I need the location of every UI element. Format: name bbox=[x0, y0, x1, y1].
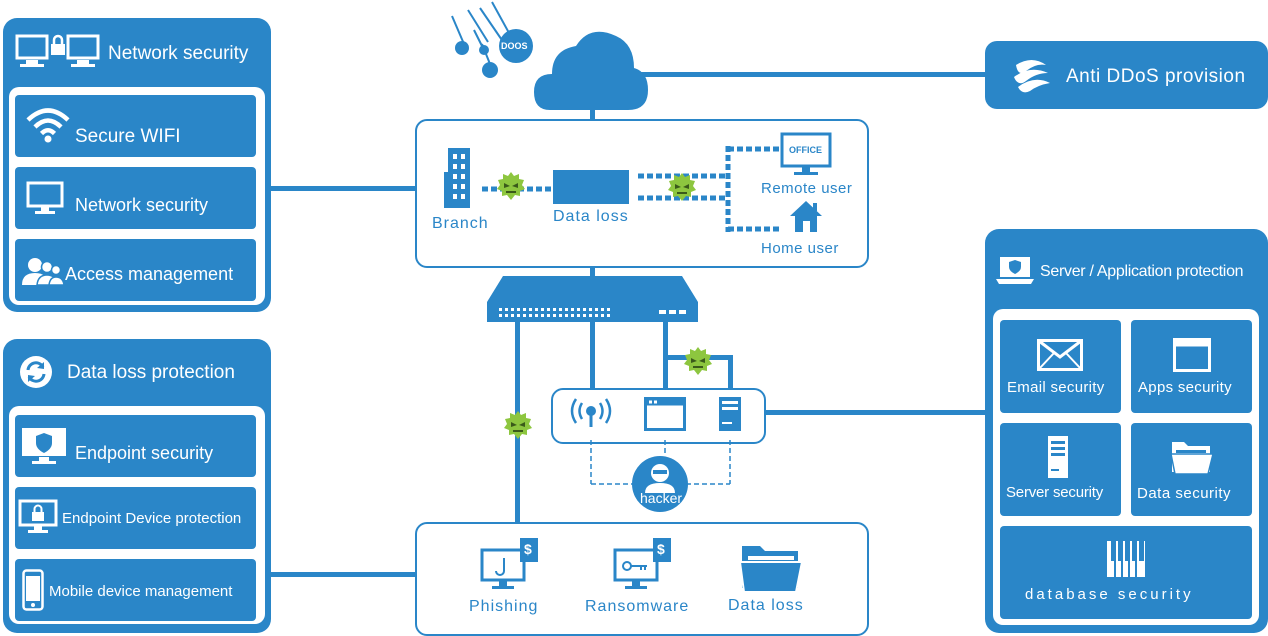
lock-monitor-icon bbox=[18, 499, 58, 535]
database-icon bbox=[1106, 540, 1146, 578]
connector-left-bottom bbox=[270, 572, 416, 577]
laptop-shield-icon bbox=[996, 255, 1034, 287]
anti-ddos-label: Anti DDoS provision bbox=[1066, 66, 1246, 87]
phishing-icon bbox=[480, 538, 540, 594]
hacker-label: hacker bbox=[640, 490, 683, 506]
remote-user-label: Remote user bbox=[761, 180, 853, 197]
dashed-link-branch bbox=[482, 180, 552, 192]
browser-window-icon bbox=[1173, 338, 1211, 372]
virus-icon bbox=[667, 172, 697, 202]
phishing-dollar: $ bbox=[524, 541, 532, 557]
monitor-icon bbox=[26, 181, 64, 215]
building-icon bbox=[444, 148, 476, 208]
mobile-device-management-item[interactable]: Mobile device management bbox=[15, 559, 256, 621]
apps-security-tile[interactable]: Apps security bbox=[1131, 320, 1252, 413]
server-icon bbox=[1047, 435, 1069, 479]
server-application-title: Server / Application protection bbox=[1040, 263, 1244, 280]
shield-monitor-icon bbox=[20, 426, 68, 466]
ransomware-icon bbox=[613, 538, 673, 594]
connector-left-top bbox=[270, 186, 416, 191]
database-security-tile[interactable]: database security bbox=[1000, 526, 1252, 619]
china-mobile-logo-icon bbox=[1012, 57, 1052, 95]
apps-security-label: Apps security bbox=[1138, 379, 1232, 396]
endpoint-device-protection-label: Endpoint Device protection bbox=[62, 510, 242, 527]
network-security-label: Network security bbox=[75, 195, 209, 215]
cloud-icon bbox=[530, 28, 650, 112]
connector-switch-devices-2 bbox=[663, 318, 668, 390]
connector-right bbox=[762, 410, 988, 415]
home-user-label: Home user bbox=[761, 240, 839, 257]
endpoint-device-protection-item[interactable]: Endpoint Device protection bbox=[15, 487, 256, 549]
email-security-label: Email security bbox=[1007, 379, 1105, 396]
ddos-badge-text: DOOS bbox=[501, 41, 528, 51]
users-icon bbox=[21, 257, 65, 286]
server-security-label: Server security bbox=[1006, 484, 1104, 501]
email-security-tile[interactable]: Email security bbox=[1000, 320, 1121, 413]
wifi-icon bbox=[25, 107, 71, 143]
data-loss-bottom-label: Data loss bbox=[728, 597, 804, 614]
wireless-antenna-icon bbox=[568, 397, 614, 427]
access-management-item[interactable]: Access management bbox=[15, 239, 256, 301]
server-tower-icon bbox=[718, 396, 742, 432]
phone-icon bbox=[22, 569, 44, 611]
virus-icon bbox=[503, 410, 533, 440]
server-security-tile[interactable]: Server security bbox=[1000, 423, 1121, 516]
data-security-label: Data security bbox=[1137, 485, 1232, 502]
connector-cloud-anti bbox=[640, 72, 988, 77]
folder-icon bbox=[738, 542, 806, 594]
dashed-branch-vertical bbox=[722, 146, 782, 234]
network-security-item[interactable]: Network security bbox=[15, 167, 256, 229]
office-monitor-icon bbox=[780, 132, 832, 178]
sync-circle-icon bbox=[19, 355, 53, 389]
ddos-attack-icon bbox=[444, 1, 536, 84]
endpoint-security-item[interactable]: Endpoint security bbox=[15, 415, 256, 477]
virus-icon bbox=[683, 346, 713, 376]
network-security-title: Network security bbox=[108, 43, 249, 64]
mobile-device-management-label: Mobile device management bbox=[49, 583, 233, 600]
connector-switch-devices-4 bbox=[728, 355, 733, 390]
office-sign-text: OFFICE bbox=[789, 145, 822, 155]
hacker-icon bbox=[631, 455, 689, 513]
secure-wifi-label: Secure WIFI bbox=[75, 126, 181, 147]
data-security-tile[interactable]: Data security bbox=[1131, 423, 1252, 516]
secure-wifi-item[interactable]: Secure WIFI bbox=[15, 95, 256, 157]
data-loss-top-label: Data loss bbox=[553, 208, 629, 225]
endpoint-security-label: Endpoint security bbox=[75, 443, 214, 463]
folder-icon bbox=[1170, 440, 1214, 476]
ransomware-dollar: $ bbox=[657, 541, 665, 557]
connector-switch-devices-1 bbox=[590, 318, 595, 390]
ransomware-label: Ransomware bbox=[585, 598, 690, 615]
envelope-icon bbox=[1037, 339, 1083, 371]
data-loss-protection-title: Data loss protection bbox=[67, 362, 235, 383]
home-icon bbox=[789, 200, 823, 232]
connector-cloud-box bbox=[590, 100, 595, 122]
connector-box-switch bbox=[590, 262, 595, 284]
database-security-label: database security bbox=[1025, 586, 1194, 603]
browser-window-icon bbox=[644, 397, 686, 431]
access-management-label: Access management bbox=[65, 264, 234, 284]
phishing-label: Phishing bbox=[469, 598, 539, 615]
network-switch-icon bbox=[487, 276, 698, 322]
data-loss-server-block bbox=[553, 170, 629, 204]
branch-label: Branch bbox=[432, 215, 489, 232]
virus-icon bbox=[496, 171, 526, 201]
network-monitors-lock-icon bbox=[15, 34, 100, 70]
